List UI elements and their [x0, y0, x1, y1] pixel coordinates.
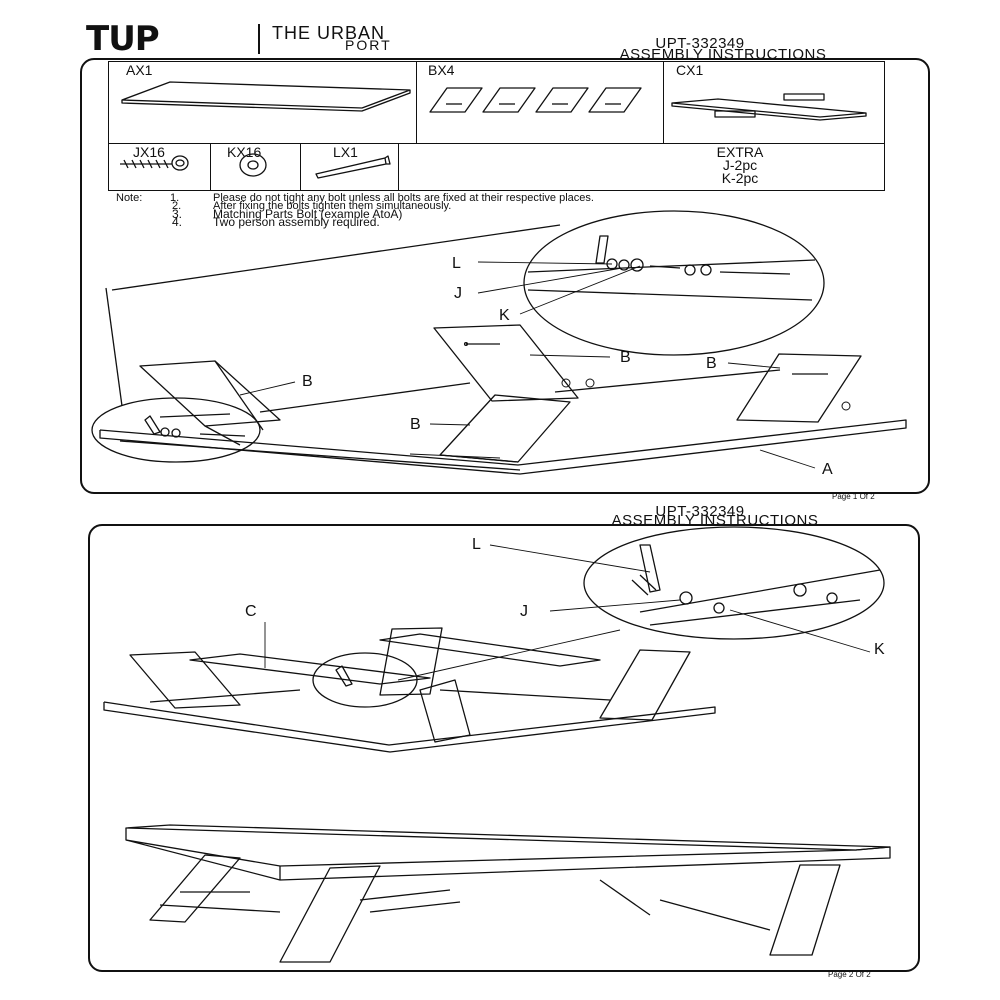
note-text: After fixing the bolts tighten them simu…	[213, 200, 452, 212]
page1-callout-b: B	[706, 355, 717, 372]
brand-separator	[258, 24, 260, 54]
page2-tabletop-drawing	[103, 689, 716, 753]
part-label-kx16: KX16	[227, 144, 262, 160]
page2-page-number: Page 2 Of 2	[828, 970, 871, 979]
page2-model-number: UPT-332349	[655, 503, 745, 520]
brand-name-line1: THE URBAN	[272, 23, 386, 43]
page2-legs	[129, 627, 691, 743]
part-ax1-tabletop-icon	[121, 81, 411, 112]
parts-table-row-divider	[108, 143, 885, 144]
extra-line1: J-2pc	[722, 157, 758, 173]
note-number: 1.	[170, 192, 180, 204]
page1-callout-b: B	[302, 373, 313, 390]
page1-leg-b-center-bottom	[439, 394, 571, 463]
brand-logo: TUP	[86, 19, 160, 59]
notes-label: Note:	[116, 192, 143, 204]
page1-zoom-circle-top	[523, 210, 825, 356]
page1-zoom-circle-left	[91, 397, 261, 463]
note-text: Please do not tight any bolt unless all …	[213, 192, 594, 204]
parts-table-col-divider	[398, 143, 399, 190]
note-text: Matching Parts Bolt (example AtoA)	[213, 207, 403, 221]
part-cx1-crossbar-icon	[671, 93, 867, 121]
part-kx16-washer-icon	[239, 153, 267, 177]
page2-callout-c: C	[245, 603, 257, 620]
page2-zoom-circle-small	[312, 652, 418, 708]
note-text: Two person assembly required.	[213, 215, 380, 229]
part-label-bx4: BX4	[428, 62, 455, 78]
page1-callout-k: K	[499, 307, 510, 324]
page1-callout-b: B	[410, 416, 421, 433]
part-bx4-legs-icon	[429, 87, 642, 113]
part-label-ax1: AX1	[126, 62, 153, 78]
page1-model-number: UPT-332349	[655, 35, 745, 52]
page2-leader-lines	[264, 544, 871, 681]
note-number: 2.	[172, 200, 182, 212]
note-number: 3.	[172, 207, 183, 221]
page1-leg-b-center-top	[433, 324, 579, 402]
extra-title: EXTRA	[716, 144, 764, 160]
page1-page-number: Page 1 Of 2	[832, 492, 875, 501]
part-jx16-bolt-icon	[120, 155, 189, 171]
part-label-cx1: CX1	[676, 62, 704, 78]
parts-table-col-divider	[300, 143, 301, 190]
brand-name-line2: PORT	[345, 37, 392, 53]
page2-callout-j: J	[520, 603, 528, 620]
parts-table	[108, 61, 885, 191]
page2-finished-table-drawing	[125, 824, 891, 963]
page1-frame	[80, 58, 930, 494]
page1-leg-b-right	[736, 353, 862, 423]
page2-zoom-circle-large	[583, 526, 885, 640]
part-lx1-allen-key-icon	[315, 155, 391, 179]
part-label-lx1: LX1	[333, 144, 358, 160]
parts-table-col-divider	[416, 61, 417, 143]
extra-line2: K-2pc	[721, 170, 759, 186]
page1-bolt-details	[409, 378, 851, 459]
part-label-jx16: JX16	[133, 144, 165, 160]
page2-callout-k: K	[874, 641, 885, 658]
page2-frame	[88, 524, 920, 972]
page1-leader-lines	[239, 261, 816, 469]
parts-table-col-divider	[210, 143, 211, 190]
parts-table-col-divider	[663, 61, 664, 143]
page1-callout-l: L	[452, 255, 461, 272]
page2-callout-l: L	[472, 536, 481, 553]
page1-callout-b: B	[620, 349, 631, 366]
page1-callout-j: J	[454, 285, 462, 302]
page1-tabletop-drawing	[99, 224, 907, 475]
note-number: 4.	[172, 215, 183, 229]
page1-callout-a: A	[822, 461, 833, 478]
